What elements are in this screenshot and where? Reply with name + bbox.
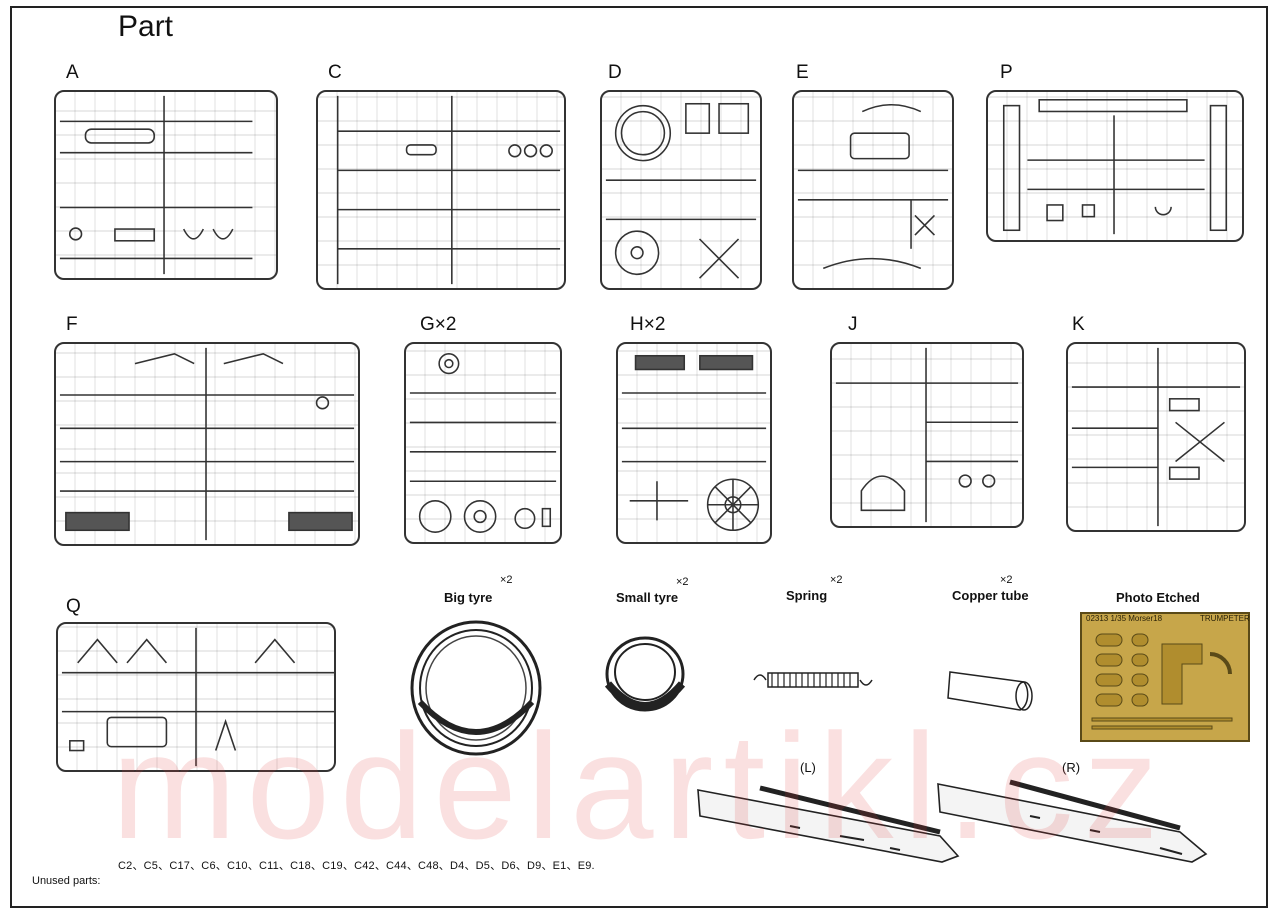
sprue-p [986, 90, 1244, 242]
sprue-label-k: K [1072, 314, 1085, 335]
copper-tube-drawing [947, 671, 1033, 711]
big-tyre-drawing [410, 620, 542, 756]
sprue-d [600, 90, 762, 290]
big-tyre-label: Big tyre [444, 590, 493, 605]
photo-etched-fret: 02313 1/35 Morser18 TRUMPETER [1080, 612, 1250, 742]
photo-etched-brand: TRUMPETER [1200, 614, 1250, 623]
sprue-e [792, 90, 954, 290]
sprue-h [616, 342, 772, 544]
copper-tube-label: Copper tube [952, 588, 1029, 603]
sprue-c [316, 90, 566, 290]
left-rail-drawing [697, 785, 960, 863]
sprue-label-g: G×2 [420, 314, 457, 335]
sprue-g [404, 342, 562, 544]
unused-parts-label: Unused parts: [32, 875, 101, 887]
copper-tube-qty: ×2 [1000, 574, 1013, 586]
sprue-label-p: P [1000, 62, 1013, 83]
spring-qty: ×2 [830, 574, 843, 586]
sprue-label-e: E [796, 62, 809, 83]
sprue-k [1066, 342, 1246, 532]
sprue-f [54, 342, 360, 546]
small-tyre-label: Small tyre [616, 590, 679, 605]
sprue-label-q: Q [66, 596, 81, 617]
spring-label: Spring [786, 588, 828, 603]
photo-etched-label: Photo Etched [1116, 590, 1200, 605]
sprue-q [56, 622, 336, 772]
sprue-label-d: D [608, 62, 622, 83]
sprue-label-f: F [66, 314, 78, 335]
unused-parts-list: C2、C5、C17、C6、C10、C11、C18、C19、C42、C44、C48… [118, 860, 595, 872]
sprue-label-h: H×2 [630, 314, 666, 335]
sprue-label-j: J [848, 314, 858, 335]
small-tyre-qty: ×2 [676, 576, 689, 588]
right-rail-drawing [937, 779, 1208, 863]
sprue-label-a: A [66, 62, 79, 83]
small-tyre-drawing [604, 636, 686, 712]
spring-drawing [753, 672, 873, 688]
sprue-j [830, 342, 1024, 528]
page-title: Part [118, 10, 174, 43]
left-rail-label: (L) [800, 760, 816, 775]
page-frame [10, 6, 1268, 908]
right-rail-label: (R) [1062, 760, 1081, 775]
sprue-label-c: C [328, 62, 342, 83]
sprue-a [54, 90, 278, 280]
photo-etched-header: 02313 1/35 Morser18 [1086, 614, 1163, 623]
big-tyre-qty: ×2 [500, 574, 513, 586]
